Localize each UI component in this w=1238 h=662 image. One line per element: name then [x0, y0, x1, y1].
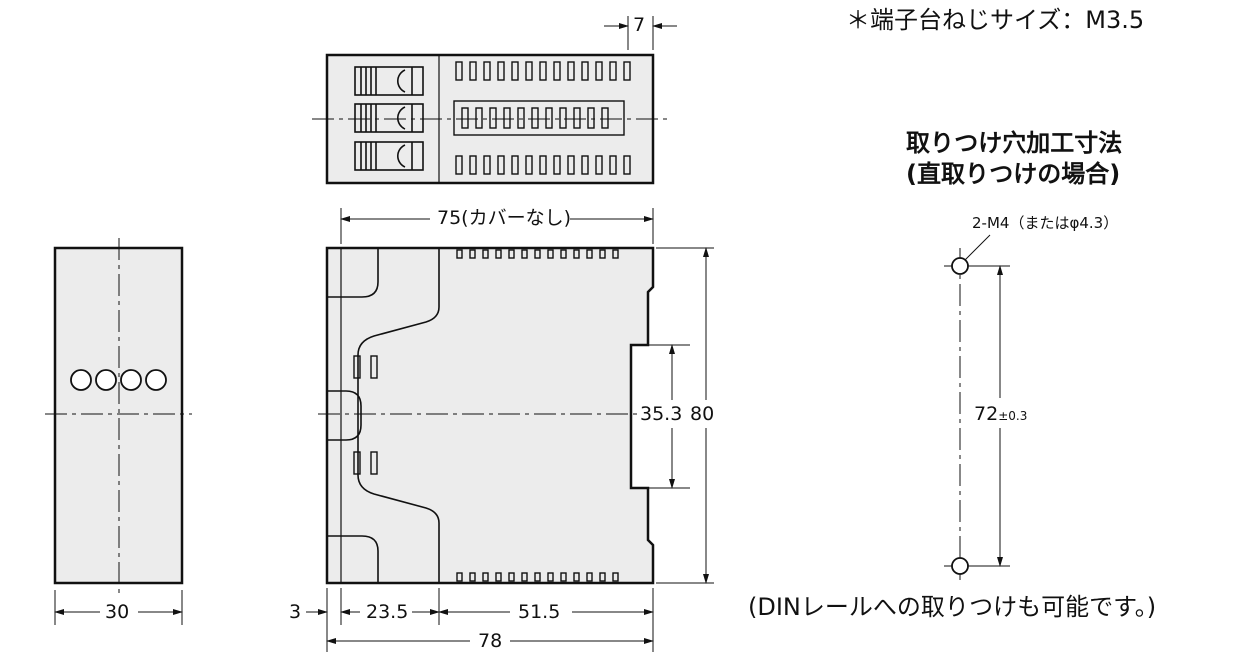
mounting-title-line2: (直取りつけの場合) — [906, 160, 1121, 188]
dim-section-a: 23.5 — [366, 601, 409, 623]
dim-height-total: 80 — [690, 403, 715, 425]
indicator-led-2 — [95, 369, 117, 391]
io-slots — [453, 61, 631, 175]
din-rail-note: (DINレールへの取りつけも可能です。) — [748, 593, 1157, 621]
terminal-screws — [354, 66, 424, 171]
dim-side-width: 30 — [105, 601, 130, 623]
side-view — [45, 238, 192, 625]
dim-section-b: 51.5 — [518, 601, 561, 623]
mounting-pitch-tolerance: ±0.3 — [998, 409, 1028, 423]
dim-top-offset: 7 — [633, 14, 646, 36]
indicator-led-4 — [145, 369, 167, 391]
terminal-screw-note: ＊端子台ねじサイズ：M3.5 — [846, 6, 1145, 34]
top-view — [312, 16, 677, 185]
mounting-hole-diagram — [944, 234, 1010, 580]
mounting-title-line1: 取りつけ穴加工寸法 — [906, 129, 1123, 157]
indicator-led-3 — [120, 369, 142, 391]
mount-hole-bottom — [951, 557, 969, 575]
dim-rail-offset: 3 — [289, 601, 302, 623]
indicator-led-1 — [70, 369, 92, 391]
front-view — [306, 208, 714, 652]
dim-cover-width: 75(カバーなし) — [437, 207, 572, 229]
mounting-hole-label: 2-M4（またはφ4.3） — [972, 214, 1119, 232]
mounting-pitch-value: 72 — [974, 403, 999, 425]
dim-total-width: 78 — [478, 630, 503, 652]
mounting-pitch: 72±0.3 — [974, 405, 1027, 424]
dim-height-inner: 35.3 — [640, 403, 683, 425]
mount-hole-top — [951, 257, 969, 275]
